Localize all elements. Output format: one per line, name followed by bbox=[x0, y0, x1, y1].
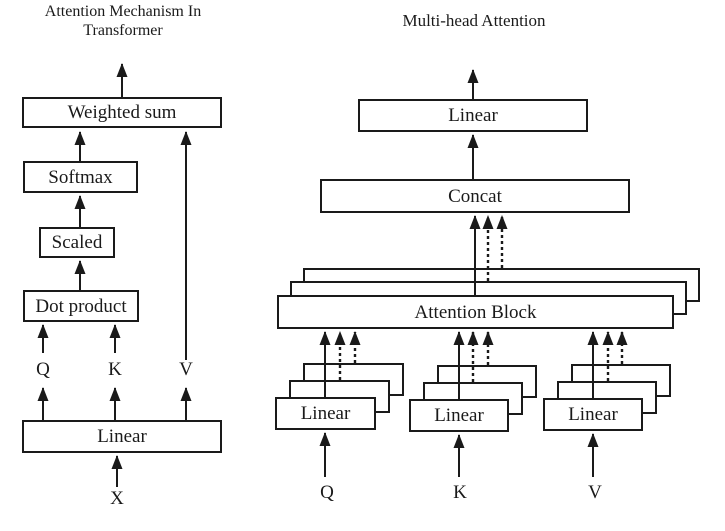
output-linear-box: Linear bbox=[358, 99, 588, 132]
linear-v-label: Linear bbox=[568, 404, 618, 425]
scaled-label: Scaled bbox=[51, 232, 103, 253]
linear-q-label: Linear bbox=[300, 403, 351, 424]
right-diagram-title: Multi-head Attention bbox=[402, 11, 546, 30]
weighted-sum-label: Weighted sum bbox=[67, 102, 177, 123]
weighted-sum-box: Weighted sum bbox=[22, 97, 222, 128]
softmax-box: Softmax bbox=[23, 161, 138, 193]
scaled-box: Scaled bbox=[39, 227, 115, 258]
input-linear-box: Linear bbox=[22, 420, 222, 453]
linear-k-box-front: Linear bbox=[409, 399, 509, 432]
output-linear-label: Linear bbox=[448, 105, 498, 126]
left-diagram-title-line1: Attention Mechanism In bbox=[44, 3, 202, 20]
linear-q-box-front: Linear bbox=[275, 397, 376, 430]
concat-box: Concat bbox=[320, 179, 630, 213]
attention-block-box-front: Attention Block bbox=[277, 295, 674, 329]
left-q-label: Q bbox=[36, 359, 50, 380]
softmax-label: Softmax bbox=[48, 166, 113, 188]
right-q-label: Q bbox=[320, 482, 334, 503]
attention-block-label: Attention Block bbox=[414, 301, 537, 323]
linear-v-box-front: Linear bbox=[543, 398, 643, 431]
left-v-label: V bbox=[179, 359, 193, 380]
input-linear-label: Linear bbox=[97, 426, 147, 447]
dot-product-box: Dot product bbox=[23, 290, 139, 322]
left-x-label: X bbox=[110, 488, 124, 509]
linear-k-label: Linear bbox=[434, 405, 484, 426]
concat-label: Concat bbox=[448, 185, 502, 207]
dot-product-label: Dot product bbox=[35, 295, 127, 317]
left-diagram-title-line2: Transformer bbox=[83, 22, 163, 39]
right-v-label: V bbox=[588, 482, 602, 503]
right-k-label: K bbox=[453, 482, 467, 503]
left-k-label: K bbox=[108, 359, 122, 380]
